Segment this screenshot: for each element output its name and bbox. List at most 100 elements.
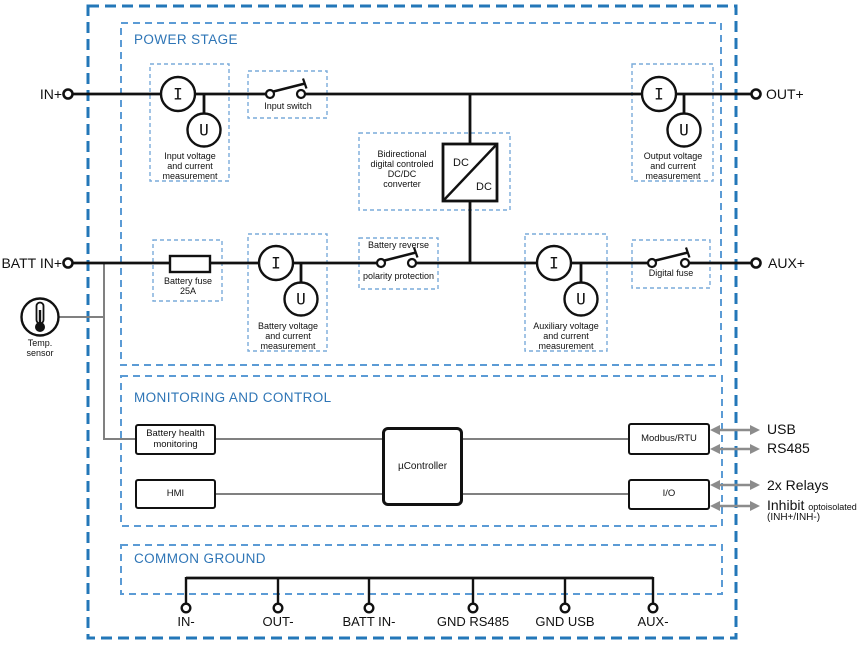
label-line: Input voltage bbox=[164, 151, 216, 161]
dc-bottom-label: DC bbox=[476, 181, 492, 193]
power-stage-title: POWER STAGE bbox=[134, 32, 238, 47]
reverse-protection-label-bottom: polarity protection bbox=[362, 271, 435, 281]
label-line: sensor bbox=[26, 348, 54, 359]
label-line: Auxiliary voltage bbox=[533, 321, 599, 331]
terminal-in-plus-icon bbox=[62, 88, 74, 100]
current-meter-label: I bbox=[271, 254, 281, 273]
reverse-protection-switch-icon bbox=[375, 247, 419, 269]
aux-measurement-box bbox=[524, 233, 608, 352]
gnd-in-minus-label: IN- bbox=[177, 614, 195, 629]
aux-meter: I U bbox=[535, 244, 599, 317]
terminal-aux-plus-icon bbox=[750, 257, 762, 269]
ground-terminal-icon bbox=[180, 602, 192, 614]
terminal-out-plus-icon bbox=[750, 88, 762, 100]
battery-fuse-box bbox=[152, 239, 223, 302]
io-box: I/O bbox=[628, 479, 710, 510]
label-line: converter bbox=[383, 179, 421, 190]
monitoring-box bbox=[120, 375, 723, 527]
terminals bbox=[62, 88, 762, 269]
ground-terminal-icon bbox=[559, 602, 571, 614]
terminal-batt-in-plus-icon bbox=[62, 257, 74, 269]
outer-border bbox=[86, 4, 738, 640]
inhibit-note: optoisolated bbox=[808, 502, 857, 512]
dc-top-label: DC bbox=[453, 157, 469, 169]
power-stage-box bbox=[120, 22, 722, 366]
input-meter: I U bbox=[159, 75, 222, 148]
usb-label: USB bbox=[767, 421, 796, 437]
label-line: Battery voltage bbox=[257, 321, 319, 331]
converter-label: Bidirectional digital controled DC/DC co… bbox=[360, 149, 444, 189]
gnd-batt-in-minus-label: BATT IN- bbox=[342, 614, 396, 629]
rs485-label: RS485 bbox=[767, 440, 810, 456]
mcu-box: µController bbox=[382, 427, 463, 506]
io-label: I/O bbox=[662, 488, 676, 500]
battery-meter: I U bbox=[257, 244, 319, 317]
temp-sensor-label: Temp. sensor bbox=[12, 338, 68, 358]
label-line: measurement bbox=[162, 171, 218, 182]
digital-fuse-label: Digital fuse bbox=[648, 268, 694, 278]
common-ground-box bbox=[120, 544, 723, 595]
output-meter: I U bbox=[640, 75, 702, 148]
ground-bus bbox=[180, 576, 659, 614]
converter-outline-box bbox=[358, 132, 511, 211]
ground-terminal-icon bbox=[363, 602, 375, 614]
dcdc-converter-icon: DC DC bbox=[441, 142, 499, 203]
aux-measurement-label: Auxiliary voltage and current measuremen… bbox=[522, 321, 610, 351]
inhibit-text: Inhibit bbox=[767, 497, 805, 513]
label-line: measurement bbox=[260, 341, 316, 352]
voltage-meter-label: U bbox=[576, 290, 586, 309]
digital-fuse-switch-icon bbox=[646, 247, 691, 269]
label-line: digital controled bbox=[370, 159, 434, 170]
input-measurement-label: Input voltage and current measurement bbox=[148, 151, 232, 181]
current-meter-label: I bbox=[549, 254, 559, 273]
output-measurement-label: Output voltage and current measurement bbox=[630, 151, 716, 181]
ground-terminal-icon bbox=[467, 602, 479, 614]
monitoring-title: MONITORING AND CONTROL bbox=[134, 390, 332, 405]
label-line: and current bbox=[167, 161, 213, 172]
hmi-box: HMI bbox=[135, 479, 216, 509]
modbus-box: Modbus/RTU bbox=[628, 423, 710, 455]
label-line: Output voltage bbox=[643, 151, 703, 161]
voltage-meter-label: U bbox=[199, 121, 209, 140]
ground-terminal-icon bbox=[272, 602, 284, 614]
out-plus-label: OUT+ bbox=[766, 86, 804, 102]
output-measurement-box bbox=[631, 63, 714, 182]
battery-fuse-label: Battery fuse 25A bbox=[155, 276, 221, 296]
component-boxes bbox=[149, 63, 714, 352]
label-line: monitoring bbox=[153, 438, 198, 450]
current-meter-label: I bbox=[173, 85, 183, 104]
label-line: DC/DC bbox=[387, 169, 417, 180]
control-wires bbox=[58, 263, 629, 495]
reverse-protection-label-top: Battery reverse bbox=[367, 240, 430, 250]
label-line: and current bbox=[650, 161, 696, 172]
current-meter-label: I bbox=[654, 85, 664, 104]
label-line: measurement bbox=[538, 341, 594, 352]
temp-sensor-icon bbox=[20, 297, 60, 337]
label-line: Temp. bbox=[27, 338, 53, 348]
relays-label: 2x Relays bbox=[767, 477, 829, 493]
label-line: Battery fuse bbox=[163, 276, 213, 286]
label-line: and current bbox=[265, 331, 311, 342]
ground-terminal-icon bbox=[647, 602, 659, 614]
mcu-label: µController bbox=[397, 460, 448, 472]
label-line: and current bbox=[543, 331, 589, 342]
interface-arrows bbox=[710, 425, 760, 511]
aux-plus-label: AUX+ bbox=[768, 255, 805, 271]
label-line: Battery health bbox=[146, 427, 205, 439]
hmi-label: HMI bbox=[166, 487, 185, 499]
inhibit-label: Inhibit optoisolated bbox=[767, 497, 857, 513]
inhibit-pins-label: (INH+/INH-) bbox=[767, 512, 821, 523]
rs485-arrow bbox=[710, 444, 760, 454]
gnd-aux-minus-label: AUX- bbox=[637, 614, 669, 629]
label-line: Bidirectional bbox=[377, 149, 427, 159]
gnd-rs485-label: GND RS485 bbox=[436, 614, 510, 629]
label-line: 25A bbox=[179, 286, 196, 297]
modbus-label: Modbus/RTU bbox=[641, 432, 697, 444]
voltage-meter-label: U bbox=[679, 121, 689, 140]
gnd-usb-label: GND USB bbox=[535, 614, 595, 629]
battery-measurement-label: Battery voltage and current measurement bbox=[246, 321, 330, 351]
usb-arrow bbox=[710, 425, 760, 435]
power-wires bbox=[72, 92, 752, 283]
relays-arrow bbox=[710, 480, 760, 490]
